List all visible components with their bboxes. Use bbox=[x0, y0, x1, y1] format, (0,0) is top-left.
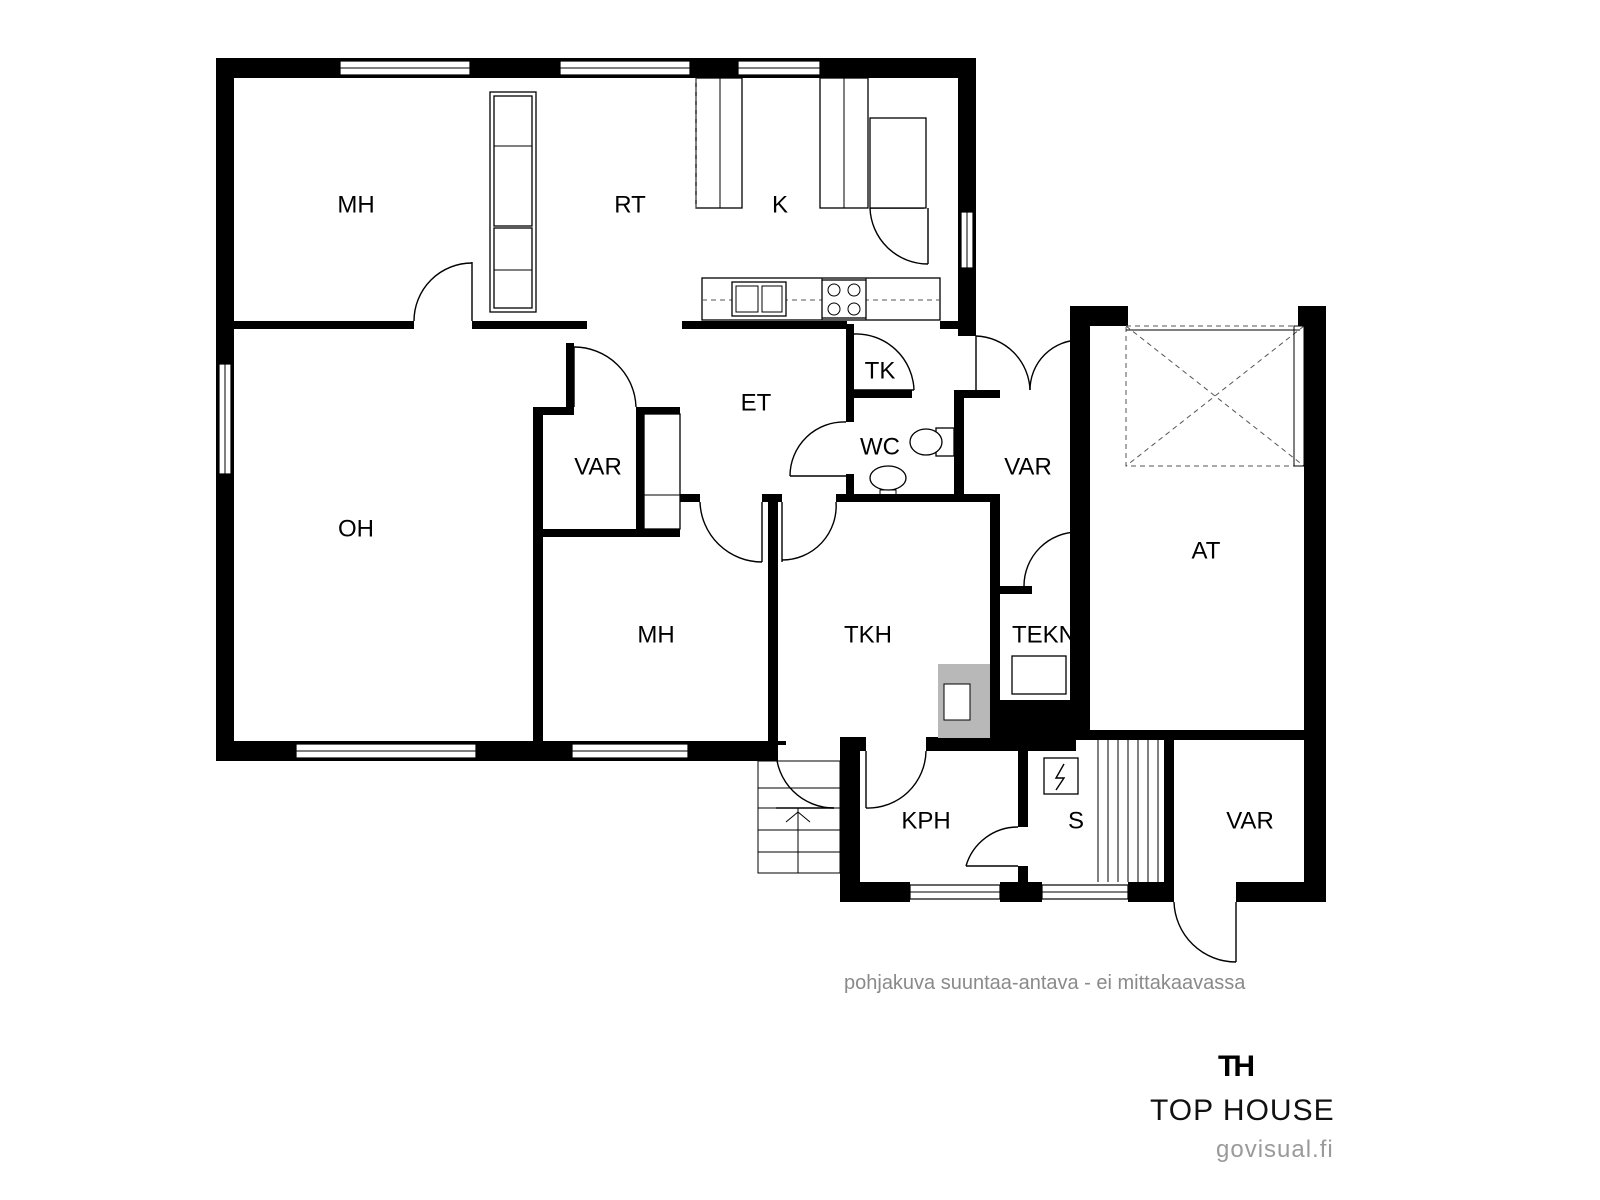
room-label-et: ET bbox=[741, 389, 772, 416]
technical-unit bbox=[1011, 655, 1067, 695]
brand-logo-mark: TH bbox=[1218, 1050, 1255, 1083]
windows bbox=[218, 60, 1129, 900]
doors bbox=[413, 207, 1237, 963]
room-labels: MH RT K OH TK ET VAR WC VAR AT MH TKH TE… bbox=[337, 191, 1273, 834]
disclaimer-note: pohjakuva suuntaa-antava - ei mittakaava… bbox=[844, 972, 1246, 994]
room-label-tekn: TEKN bbox=[1012, 621, 1076, 648]
room-label-oh: OH bbox=[338, 515, 374, 542]
fixtures bbox=[489, 77, 1305, 882]
room-label-var-2: VAR bbox=[1004, 453, 1052, 480]
stairs-inner bbox=[1097, 740, 1159, 882]
room-label-kph: KPH bbox=[901, 807, 950, 834]
room-label-tkh: TKH bbox=[844, 621, 892, 648]
room-label-var: VAR bbox=[574, 453, 622, 480]
lightning-icon bbox=[1043, 757, 1079, 795]
walls bbox=[216, 58, 1326, 902]
brand-name: TOP HOUSE bbox=[1150, 1094, 1335, 1127]
room-label-mh: MH bbox=[337, 191, 374, 218]
room-label-k: K bbox=[772, 191, 788, 218]
room-label-var-3: VAR bbox=[1226, 807, 1274, 834]
room-label-tk: TK bbox=[865, 357, 896, 384]
room-label-rt: RT bbox=[614, 191, 646, 218]
stairs-entrance bbox=[757, 760, 841, 874]
brand-url: govisual.fi bbox=[1216, 1136, 1334, 1163]
room-label-mh-2: MH bbox=[637, 621, 674, 648]
sink bbox=[731, 281, 787, 317]
room-label-at: AT bbox=[1192, 537, 1221, 564]
room-label-s: S bbox=[1068, 807, 1084, 834]
toilet bbox=[909, 428, 943, 456]
room-label-wc: WC bbox=[860, 433, 900, 460]
